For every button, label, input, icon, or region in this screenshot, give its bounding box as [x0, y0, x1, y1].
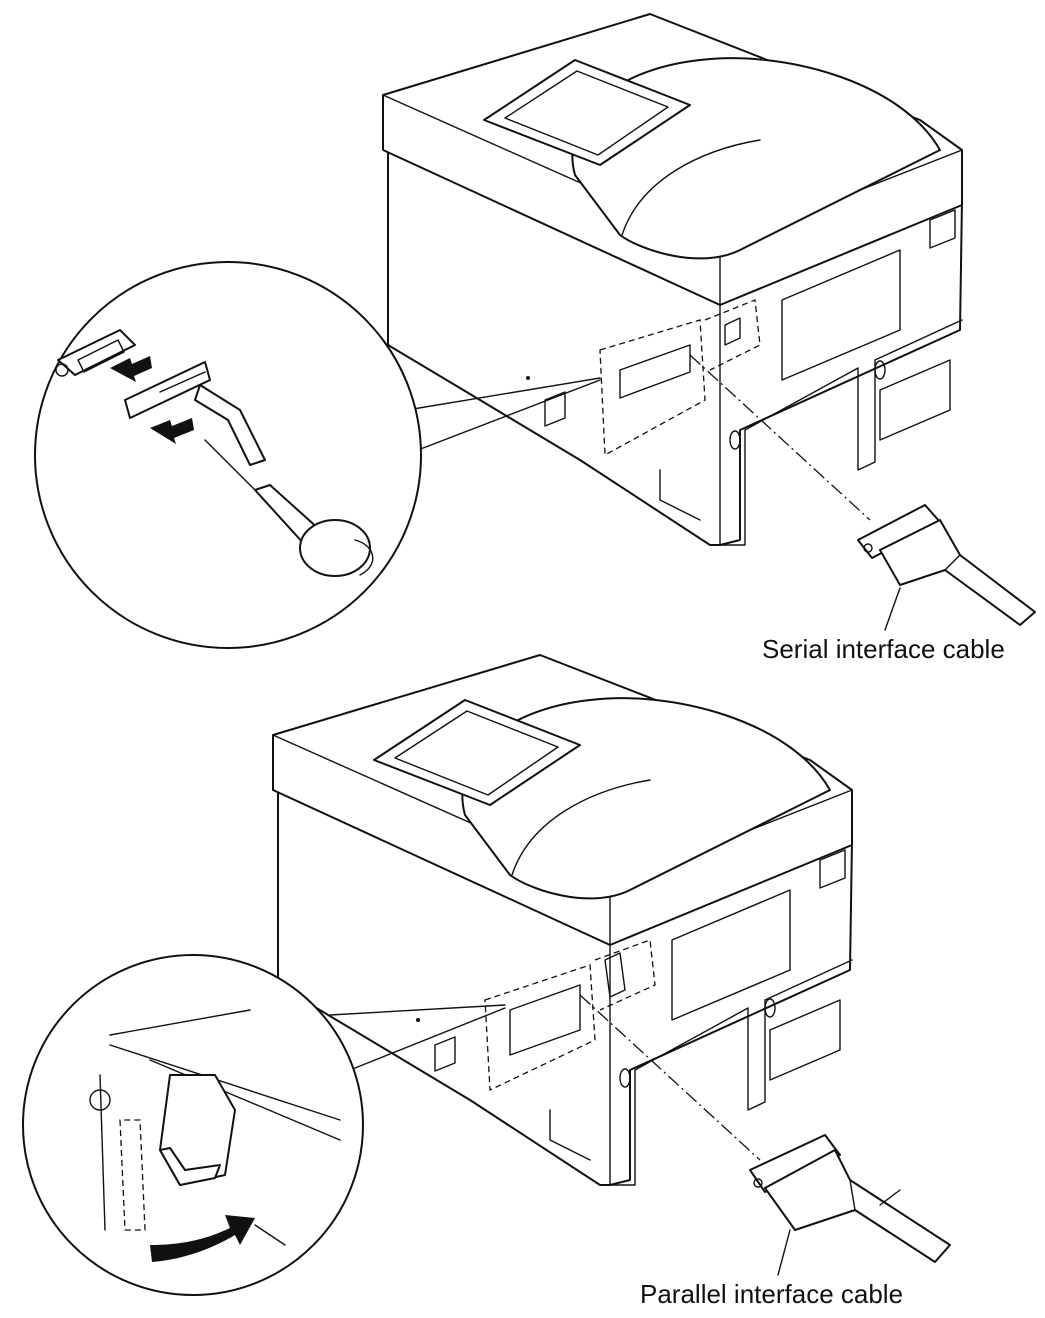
parallel-detail-callout: [22, 954, 506, 1296]
push-arrow-icon: [110, 356, 152, 382]
screwdriver-icon: [204, 439, 261, 496]
parallel-cable: [749, 1134, 951, 1276]
push-arrow-icon: [150, 1215, 255, 1262]
serial-cable: [857, 504, 1036, 631]
push-arrow-icon: [150, 418, 194, 444]
serial-cable-label: Serial interface cable: [762, 634, 1005, 664]
printer-bottom: [272, 654, 853, 1186]
parallel-cable-label: Parallel interface cable: [640, 1279, 903, 1309]
printer-top: [382, 13, 963, 546]
serial-detail-callout: [34, 261, 601, 649]
